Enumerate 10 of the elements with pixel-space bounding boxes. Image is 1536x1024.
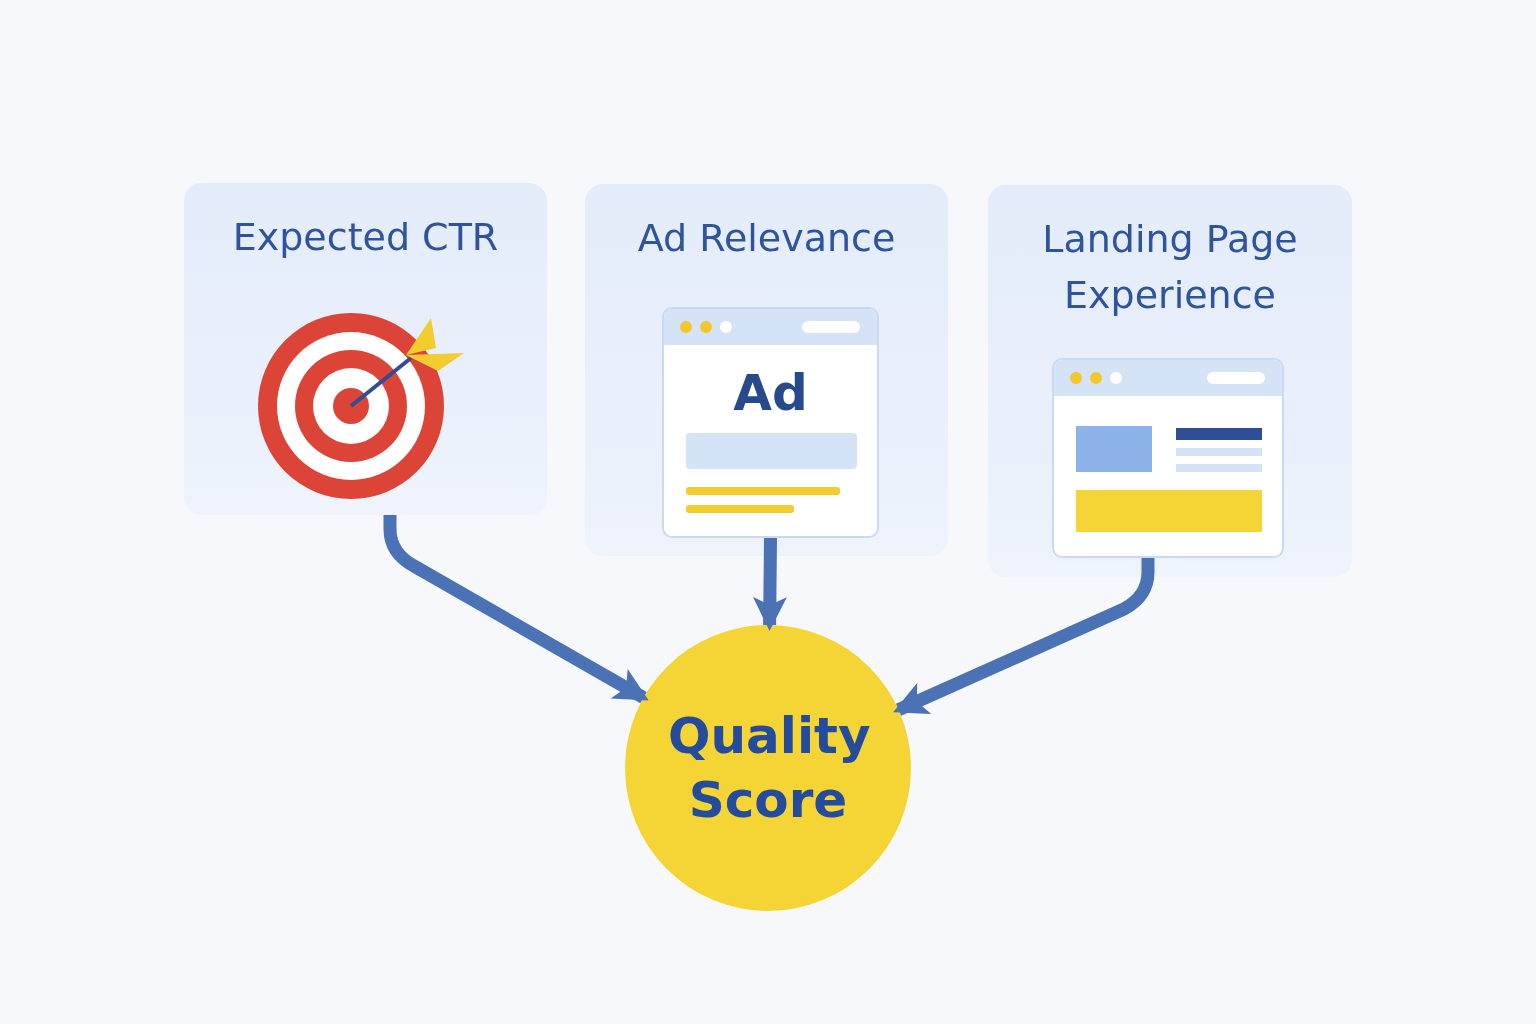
card-title: Expected CTR [231,214,500,261]
ad-label: Ad [732,363,809,424]
card [988,185,1352,577]
arrow [752,537,787,631]
browser-window-drawing [1052,358,1284,558]
card [184,183,547,515]
card-title: Ad Relevance [636,215,897,262]
card-title: Landing Page Experience [1041,216,1299,319]
card [585,184,948,556]
circle-label: Quality Score [668,706,868,831]
